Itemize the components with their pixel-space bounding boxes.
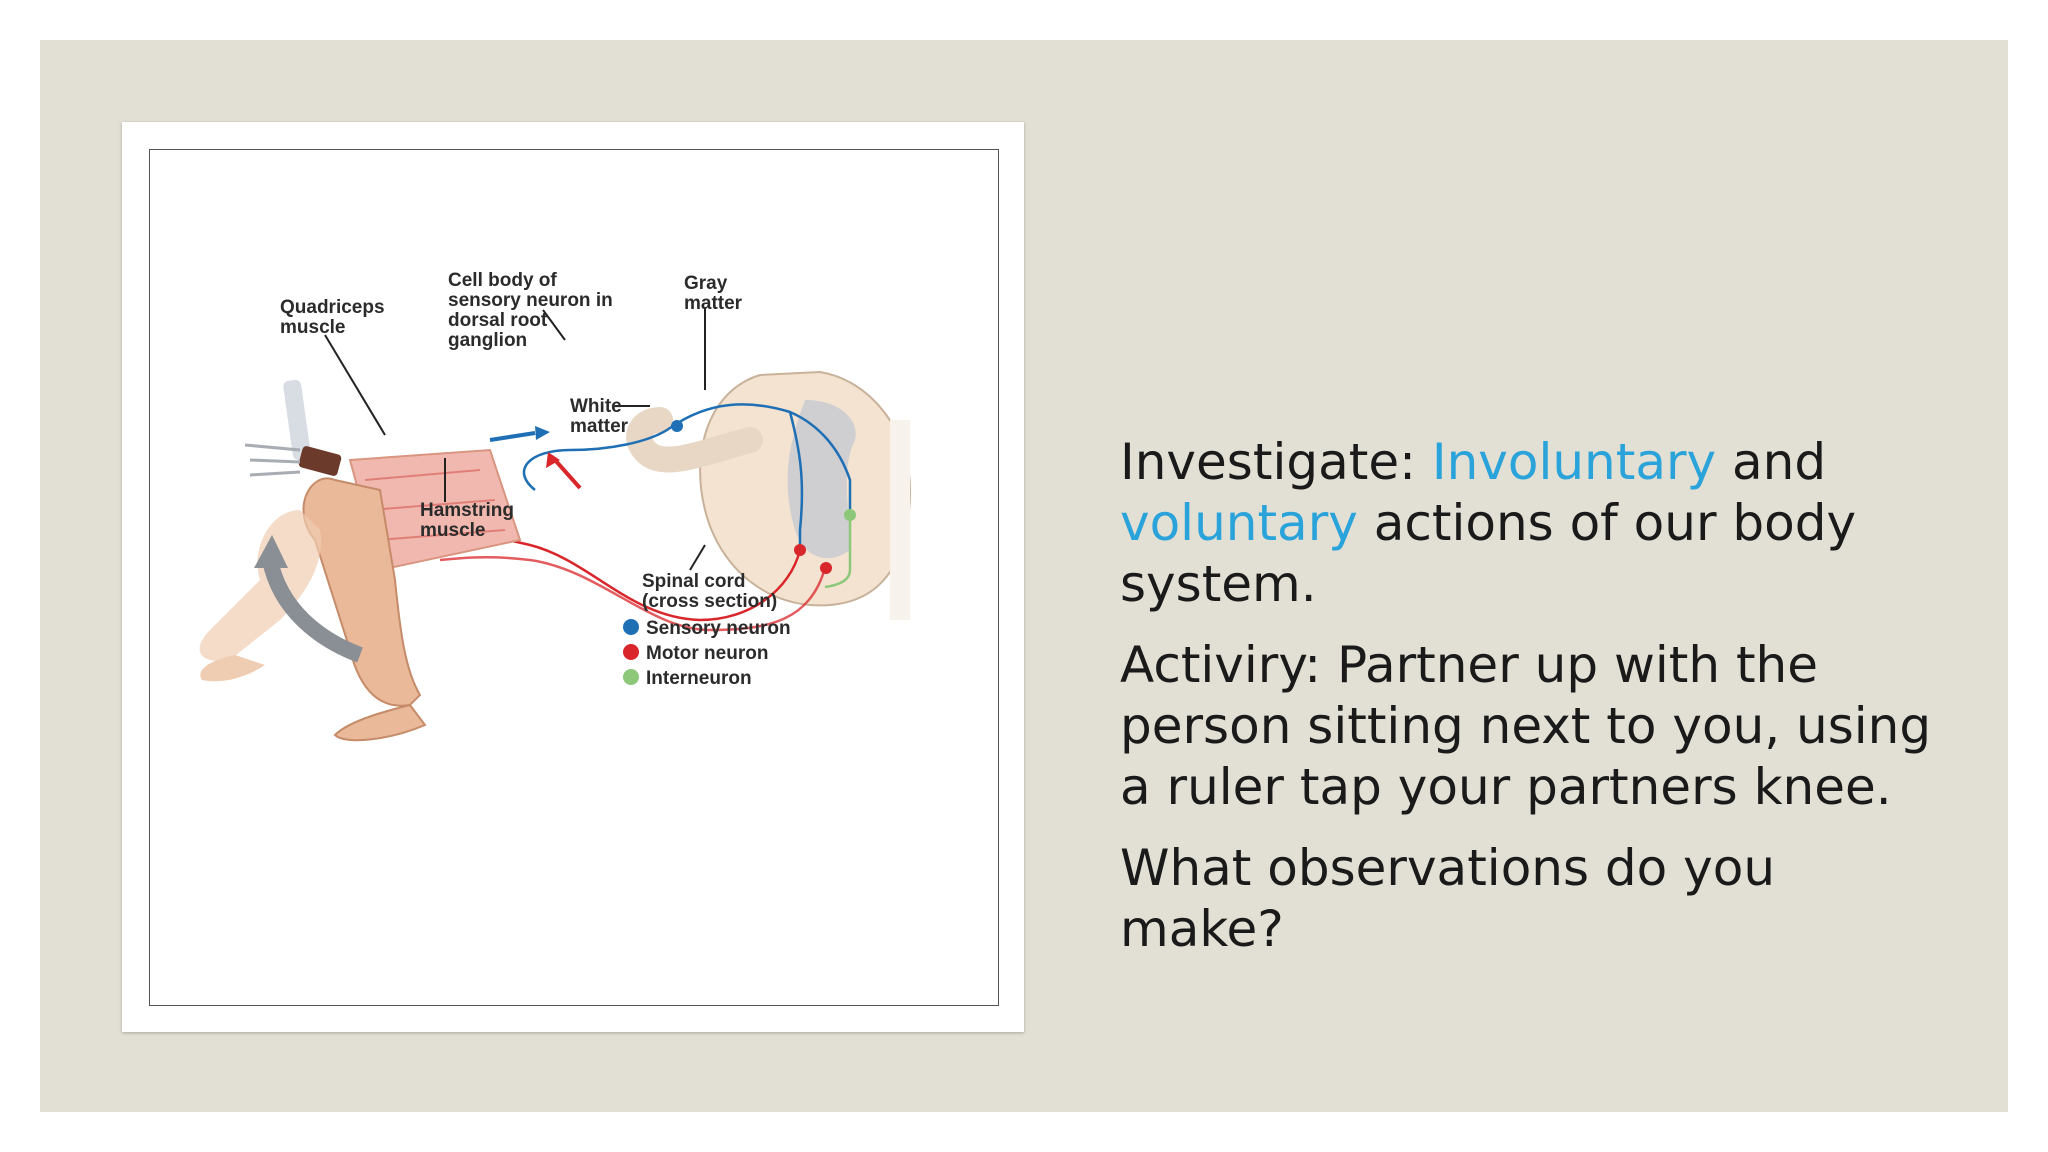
reflex-arc-illustration: Quadriceps muscle Cell body of sensory n… (199, 270, 912, 742)
involuntary-term: Involuntary (1431, 433, 1717, 491)
activity-paragraph: Activiry: Partner up with the person sit… (1120, 636, 1932, 816)
sensory-flow-arrow (489, 431, 536, 442)
sensory-neuron-path (522, 403, 852, 510)
investigate-suffix: actions of our body system. (1120, 494, 1857, 613)
kick-motion-arrow (262, 558, 363, 663)
legend-dot-motor (623, 644, 639, 660)
diagram-picture-frame: Quadriceps muscle Cell body of sensory n… (122, 122, 1024, 1032)
slide-text-block: Investigate: Involuntary and voluntary a… (1120, 432, 1940, 980)
label-cell-body: Cell body of sensory neuron in dorsal ro… (448, 270, 618, 351)
slide: Quadriceps muscle Cell body of sensory n… (40, 40, 2008, 1112)
motor-flow-arrow (553, 458, 582, 490)
diagram-legend: Sensory neuron Motor neuron Interneuron (623, 618, 791, 689)
observations-question: What observations do you make? (1120, 839, 1776, 958)
investigate-prefix: Investigate: (1120, 433, 1432, 491)
reflex-hammer (244, 379, 342, 477)
label-hamstring: Hamstring muscle (420, 500, 519, 541)
investigate-paragraph: Investigate: Involuntary and voluntary a… (1120, 432, 1940, 615)
legend-dot-interneuron (623, 669, 639, 685)
legend-interneuron: Interneuron (646, 668, 752, 689)
investigate-conjunction: and (1716, 433, 1827, 491)
dorsal-root (626, 407, 763, 473)
leg-illustration (199, 448, 522, 742)
motor-neuron-path-2 (439, 556, 827, 632)
interneuron-path (824, 510, 852, 589)
voluntary-term: voluntary (1120, 494, 1358, 552)
label-quadriceps: Quadriceps muscle (280, 297, 390, 338)
label-white-matter: White matter (570, 396, 629, 437)
label-spinal-cord: Spinal cord (cross section) (642, 571, 777, 612)
legend-motor-neuron: Motor neuron (646, 643, 768, 664)
label-gray-matter: Gray matter (684, 273, 743, 314)
sensory-cell-body-dot (671, 420, 683, 432)
legend-dot-sensory (623, 619, 639, 635)
knee-reflex-diagram: Quadriceps muscle Cell body of sensory n… (149, 149, 999, 1006)
legend-sensory-neuron: Sensory neuron (646, 618, 791, 639)
